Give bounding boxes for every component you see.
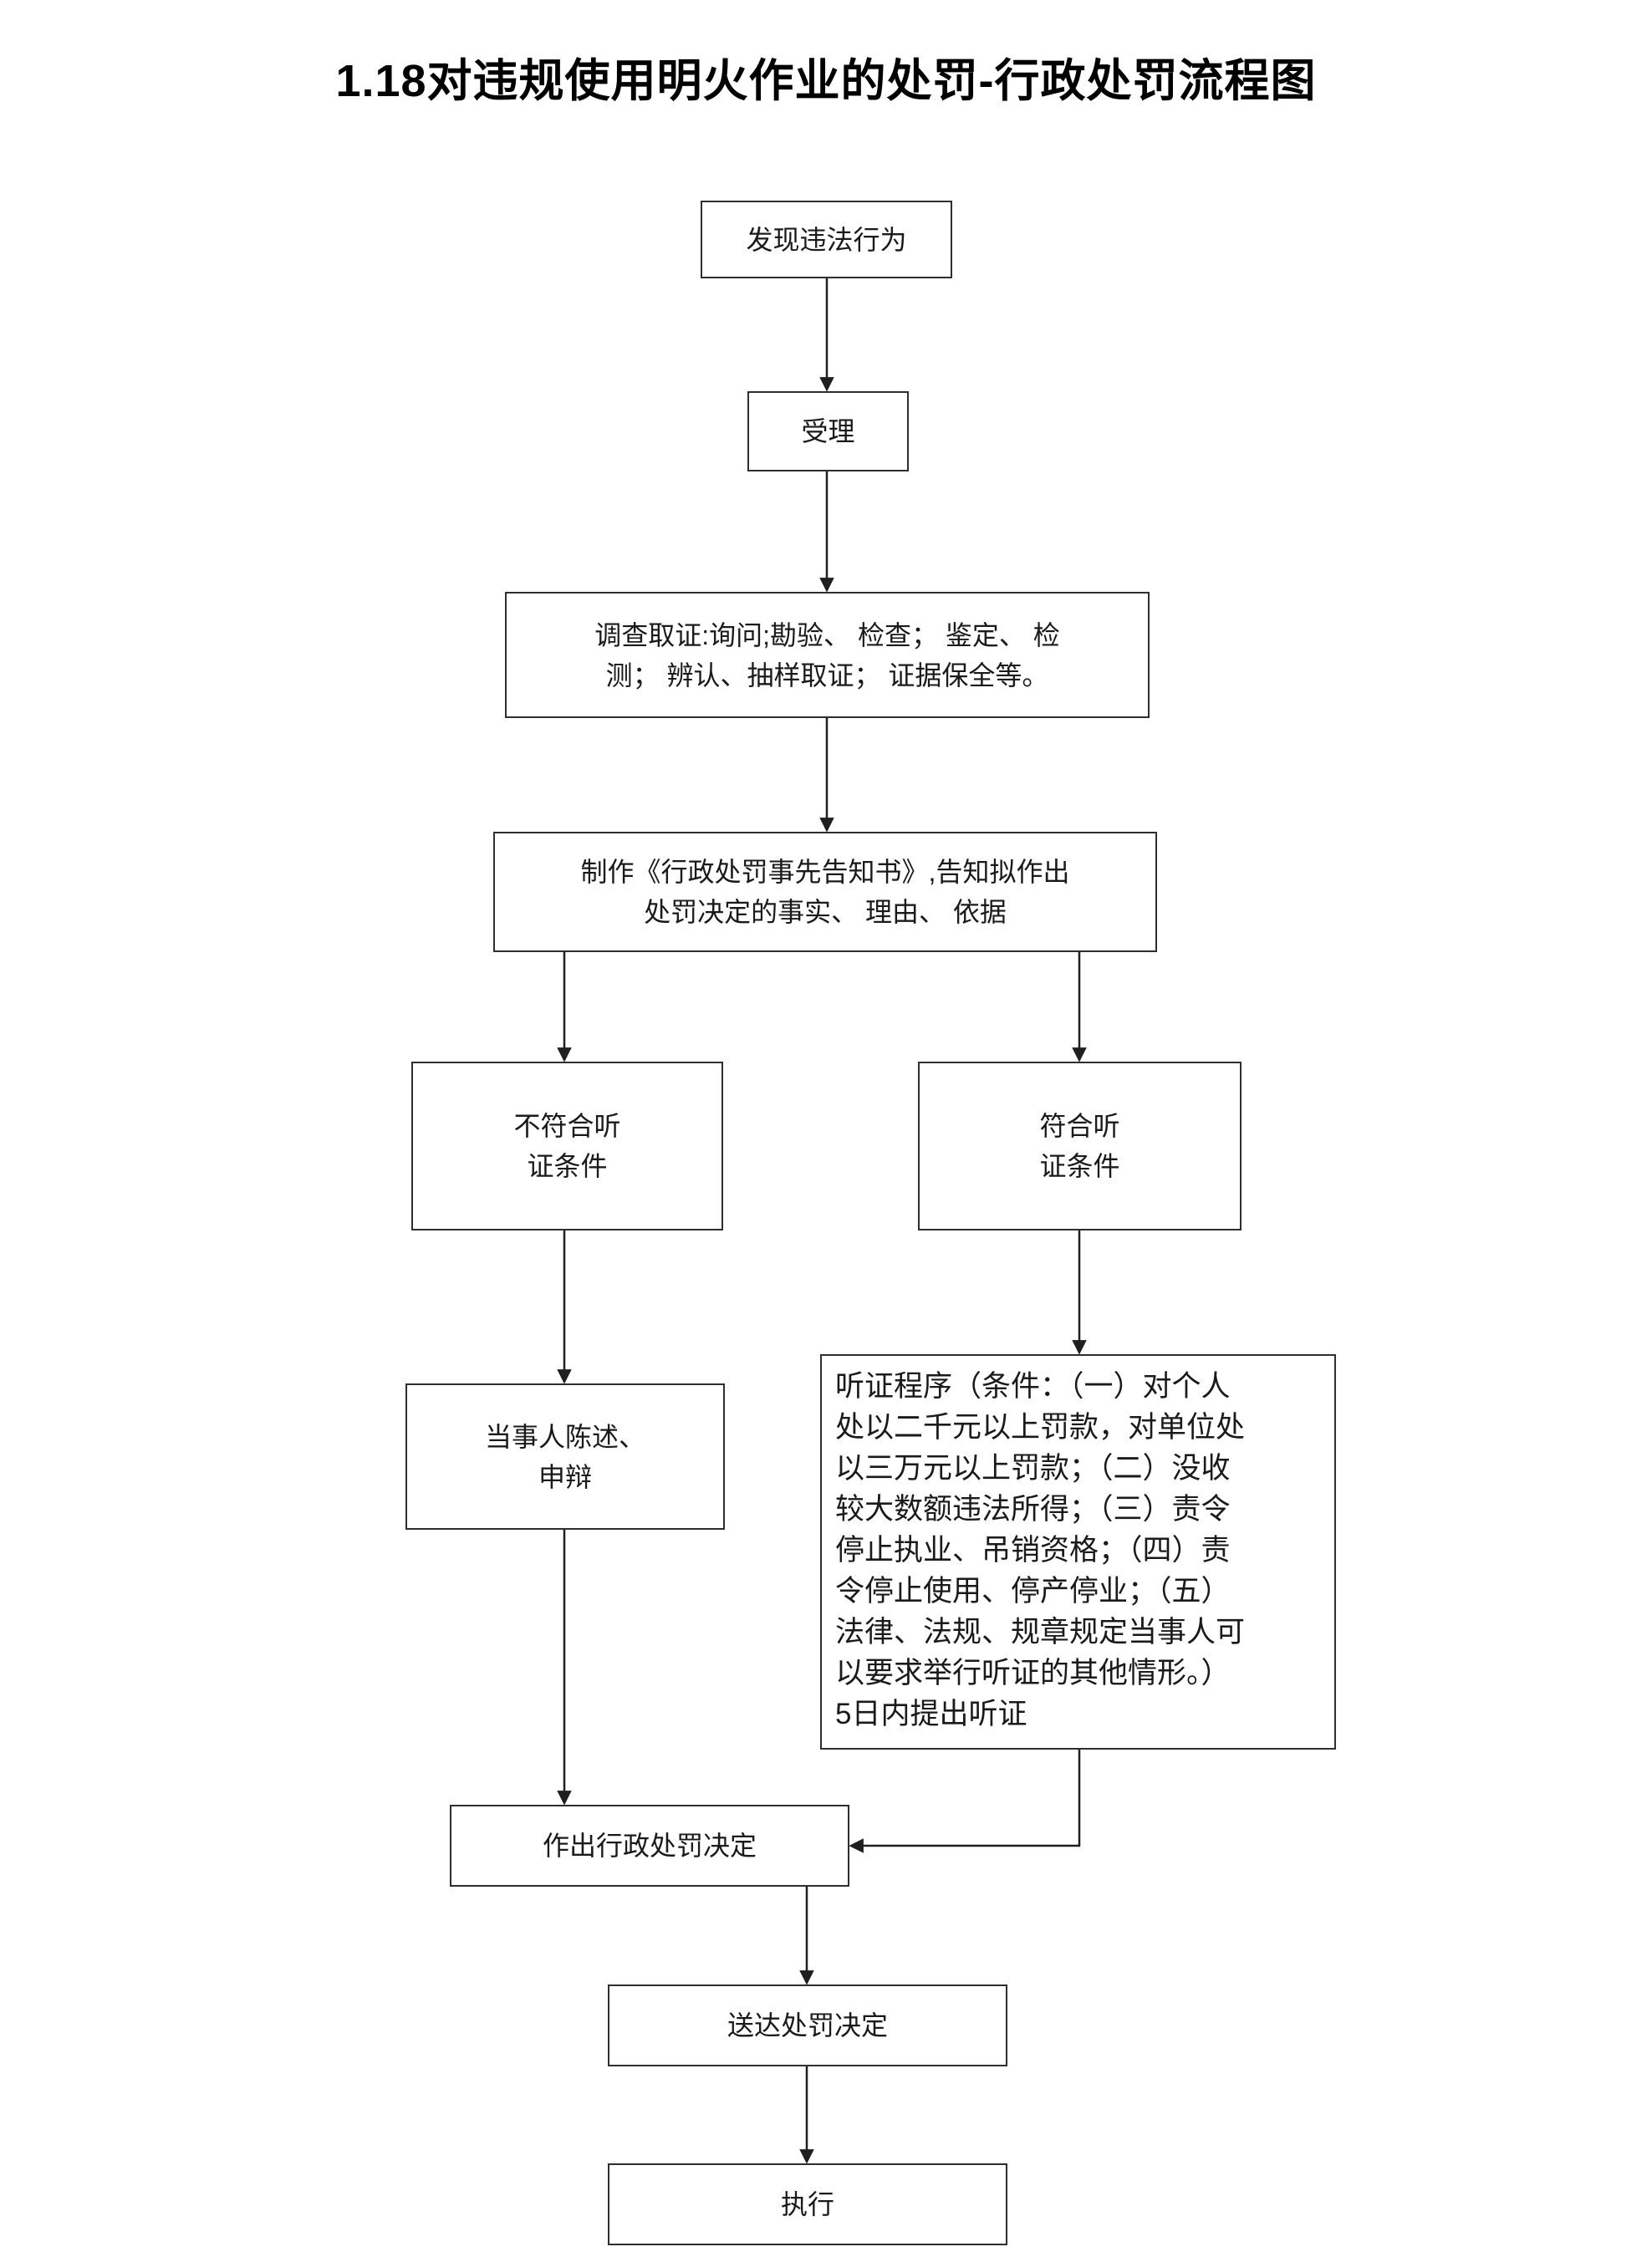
node-discover-violation: 发现违法行为	[701, 201, 952, 278]
node-meet-hearing-conditions: 符合听 证条件	[918, 1062, 1242, 1230]
node-investigate-evidence: 调查取证:询问;勘验、 检查； 鉴定、 检 测； 辨认、抽样取证； 证据保全等。	[505, 592, 1150, 718]
node-not-meet-hearing-conditions: 不符合听 证条件	[411, 1062, 723, 1230]
node-party-statement-defense: 当事人陈述、 申辩	[405, 1383, 725, 1530]
node-make-punishment-decision: 作出行政处罚决定	[450, 1805, 849, 1887]
node-hearing-procedure: 听证程序（条件：（一）对个人 处以二千元以上罚款，对单位处 以三万元以上罚款；（…	[820, 1354, 1336, 1750]
node-execute: 执行	[608, 2163, 1007, 2245]
arrow-procedure-to-decision	[849, 1750, 1081, 1853]
node-accept-case: 受理	[747, 391, 909, 471]
node-advance-notice: 制作《行政处罚事先告知书》,告知拟作出 处罚决定的事实、 理由、 依据	[493, 832, 1157, 952]
page-title: 1.18对违规使用明火作业的处罚-行政处罚流程图	[335, 56, 1317, 106]
node-deliver-punishment-decision: 送达处罚决定	[608, 1984, 1007, 2066]
